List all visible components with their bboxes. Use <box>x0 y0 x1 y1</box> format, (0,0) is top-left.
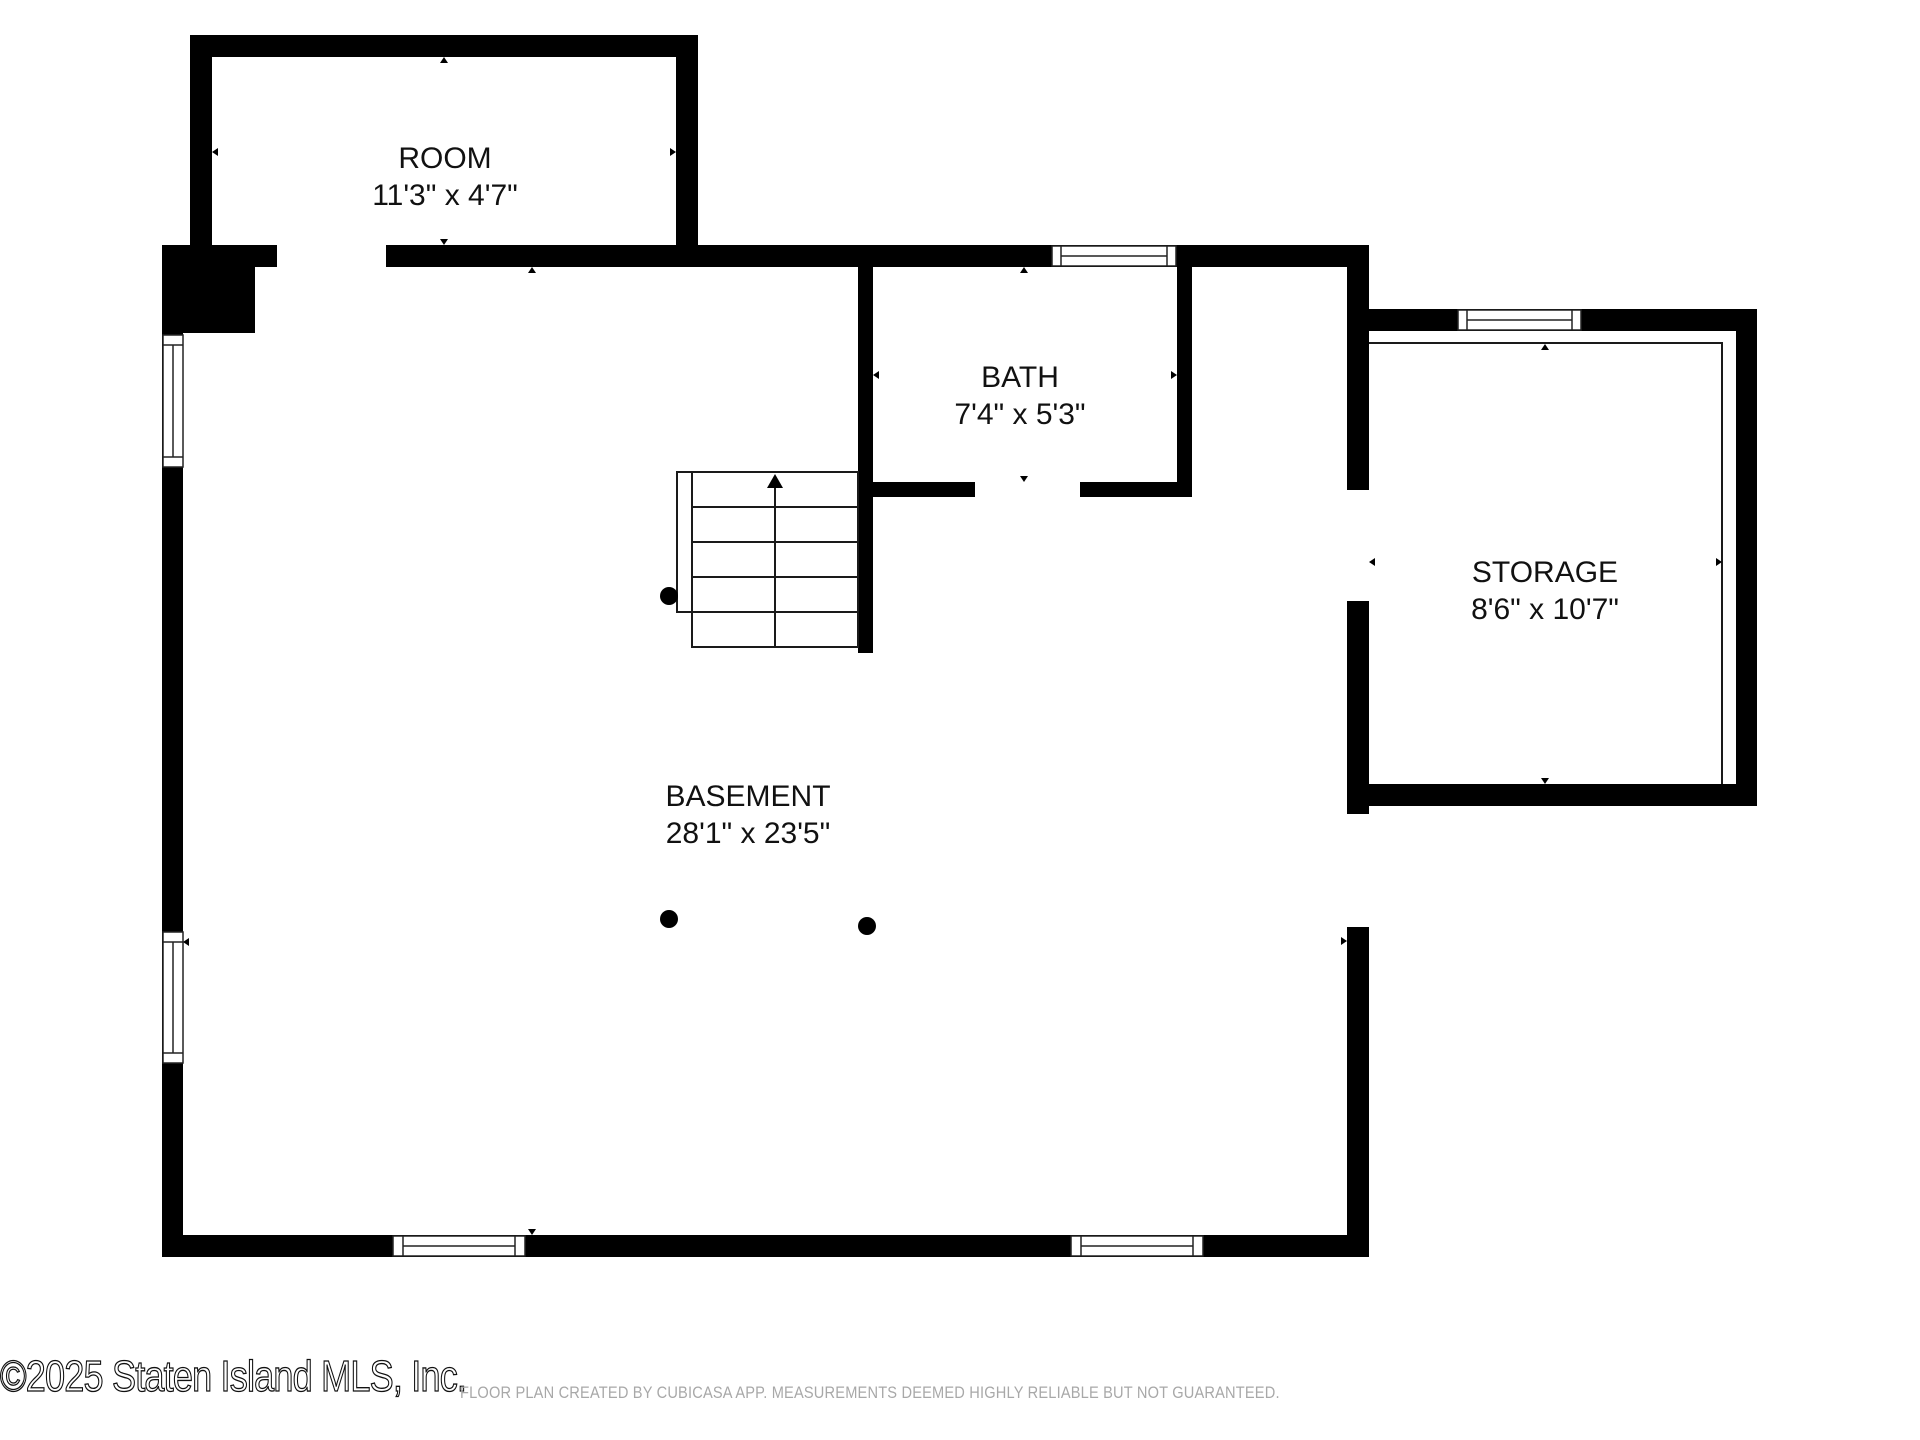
window-bottom-left <box>392 1235 526 1257</box>
room-dimensions: 7'4" x 5'3" <box>954 398 1086 431</box>
floor-plan-disclaimer: FLOOR PLAN CREATED BY CUBICASA APP. MEAS… <box>460 1383 1280 1402</box>
room-name: BASEMENT <box>665 780 831 813</box>
room-name: BATH <box>981 361 1059 394</box>
room-annex-walls <box>190 35 698 267</box>
room-dimensions: 8'6" x 10'7" <box>1471 593 1619 626</box>
window-bath-top <box>1051 245 1177 267</box>
room-label-basement: BASEMENT 28'1" x 23'5" <box>665 778 830 852</box>
room-label-storage: STORAGE 8'6" x 10'7" <box>1471 554 1619 628</box>
room-label-bath: BATH 7'4" x 5'3" <box>954 359 1085 433</box>
room-name: ROOM <box>398 142 492 175</box>
column-dot <box>858 917 876 935</box>
bath-walls <box>858 245 1192 653</box>
window-storage-top <box>1457 309 1582 331</box>
window-bottom-right <box>1070 1235 1204 1257</box>
room-dimensions: 28'1" x 23'5" <box>665 817 831 850</box>
room-dimensions: 11'3" x 4'7" <box>372 179 518 212</box>
dimension-markers <box>183 57 1722 1235</box>
column-dot <box>660 910 678 928</box>
stair-direction-arrow-icon <box>767 474 783 488</box>
staircase <box>676 471 859 648</box>
column-dot <box>660 587 678 605</box>
copyright-watermark: ©2025 Staten Island MLS, Inc. <box>0 1351 467 1401</box>
window-left-lower <box>162 931 184 1064</box>
room-name: STORAGE <box>1471 556 1619 589</box>
room-label-room: ROOM 11'3" x 4'7" <box>372 140 518 214</box>
window-left-upper <box>162 334 184 468</box>
